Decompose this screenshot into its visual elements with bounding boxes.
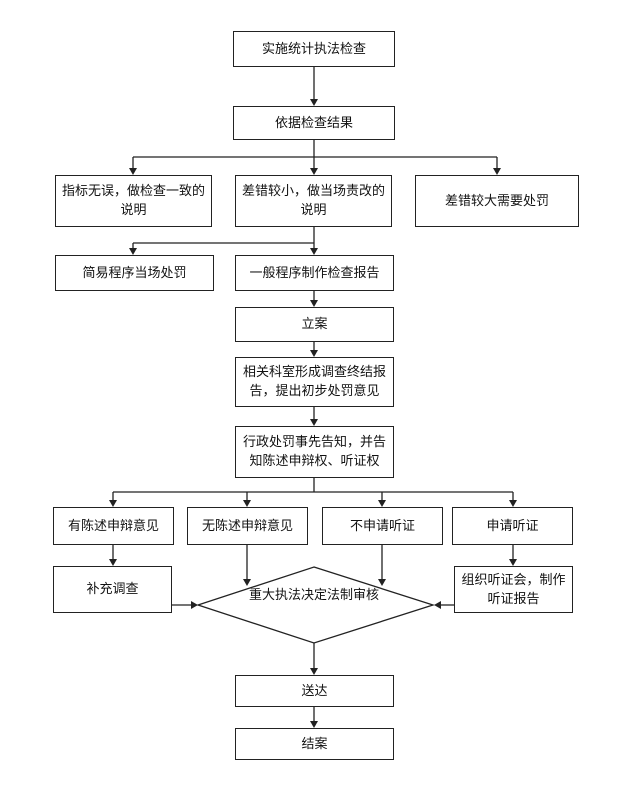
arrowhead <box>243 579 251 586</box>
arrowhead <box>109 559 117 566</box>
step-large-error: 差错较大需要处罚 <box>415 175 579 227</box>
arrowhead <box>310 350 318 357</box>
step-inspection-results: 依据检查结果 <box>233 106 395 140</box>
arrowhead <box>509 559 517 566</box>
step-no-statement: 无陈述申辩意见 <box>187 507 308 545</box>
step-deliver: 送达 <box>235 675 394 707</box>
step-no-hearing: 不申请听证 <box>322 507 443 545</box>
arrowhead <box>243 500 251 507</box>
step-has-statement: 有陈述申辩意见 <box>53 507 174 545</box>
arrowhead <box>493 168 501 175</box>
arrowhead <box>109 500 117 507</box>
arrowhead <box>129 168 137 175</box>
step-general-procedure: 一般程序制作检查报告 <box>235 255 394 291</box>
step-small-error: 差错较小，做当场责改的说明 <box>235 175 392 227</box>
arrowhead <box>310 300 318 307</box>
step-filing: 立案 <box>235 307 394 342</box>
step-supplementary-investigation: 补充调查 <box>53 566 172 613</box>
step-organize-hearing: 组织听证会，制作听证报告 <box>454 566 573 613</box>
arrowhead <box>129 248 137 255</box>
step-close-case: 结案 <box>235 728 394 760</box>
review-diamond-label: 重大执法决定法制审核 <box>249 588 380 603</box>
step-advance-notice: 行政处罚事先告知，并告知陈述申辩权、听证权 <box>235 426 394 478</box>
step-request-hearing: 申请听证 <box>452 507 573 545</box>
arrowhead <box>310 721 318 728</box>
step-investigation-report: 相关科室形成调查终结报告，提出初步处罚意见 <box>235 357 394 407</box>
arrowhead <box>434 601 441 609</box>
arrowhead <box>310 419 318 426</box>
arrowhead <box>310 248 318 255</box>
arrowhead <box>310 168 318 175</box>
arrowhead <box>378 579 386 586</box>
arrowhead <box>509 500 517 507</box>
arrowhead <box>310 668 318 675</box>
step-simple-procedure: 简易程序当场处罚 <box>55 255 214 291</box>
step-implement-inspection: 实施统计执法检查 <box>233 31 395 67</box>
arrowhead <box>378 500 386 507</box>
arrowhead <box>310 99 318 106</box>
arrowhead <box>191 601 198 609</box>
step-no-error: 指标无误，做检查一致的说明 <box>55 175 212 227</box>
